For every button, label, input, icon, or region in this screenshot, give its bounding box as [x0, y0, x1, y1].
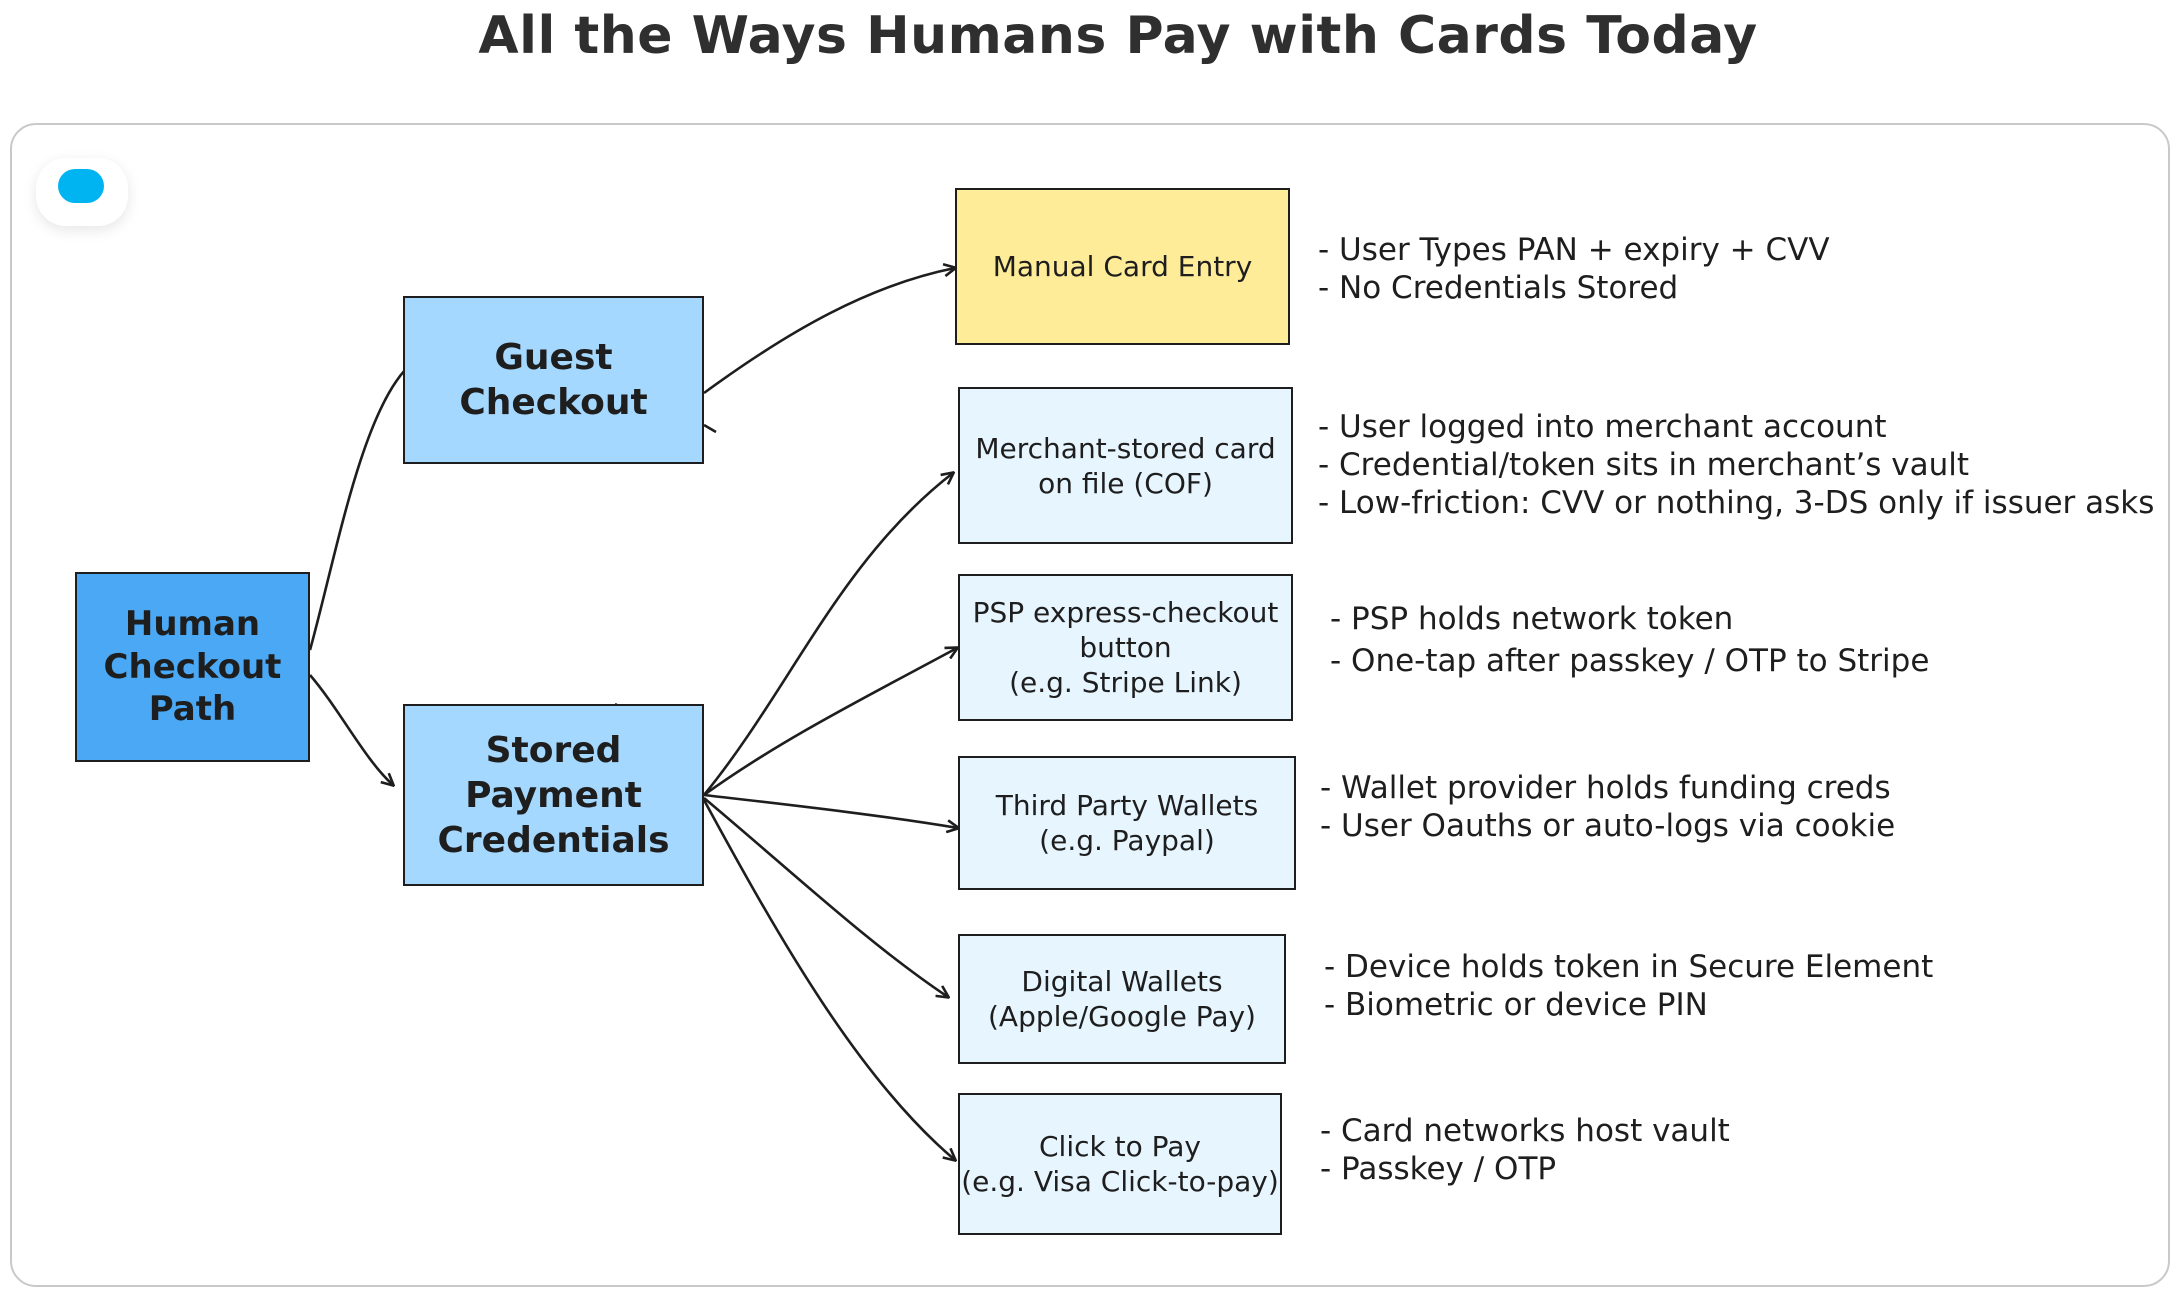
- edge-human-to-guest: [308, 369, 406, 651]
- node-click-to-pay[interactable]: Click to Pay (e.g. Visa Click-to-pay): [958, 1093, 1282, 1235]
- notes-merchant-stored-card: - User logged into merchant account - Cr…: [1318, 408, 2154, 522]
- node-merchant-stored-card[interactable]: Merchant-stored card on file (COF): [958, 387, 1293, 544]
- node-stored-payment-credentials[interactable]: Stored Payment Credentials: [403, 704, 704, 886]
- edge-human-to-stored: [309, 674, 393, 785]
- node-digital-wallets[interactable]: Digital Wallets (Apple/Google Pay): [958, 934, 1286, 1064]
- edge-stored-to-clicktopay: [702, 799, 955, 1160]
- note-line: - Biometric or device PIN: [1324, 987, 1708, 1023]
- note-line: - User logged into merchant account: [1318, 409, 1887, 445]
- notes-digital-wallets: - Device holds token in Secure Element -…: [1324, 948, 1933, 1024]
- node-third-party-wallets[interactable]: Third Party Wallets (e.g. Paypal): [958, 756, 1296, 890]
- note-line: - User Oauths or auto-logs via cookie: [1320, 808, 1896, 844]
- node-guest-checkout[interactable]: Guest Checkout: [403, 296, 704, 464]
- edge-stored-to-digital: [703, 797, 948, 997]
- edge-stored-to-thirdparty: [703, 793, 958, 828]
- note-line: - Credential/token sits in merchant’s va…: [1318, 447, 1970, 483]
- note-line: - Wallet provider holds funding creds: [1320, 770, 1891, 806]
- edge-stored-to-cof: [702, 473, 953, 796]
- notes-psp-express-checkout: - PSP holds network token - One-tap afte…: [1330, 600, 1929, 680]
- edge-stored-to-psp: [703, 648, 957, 797]
- note-line: - Low-friction: CVV or nothing, 3-DS onl…: [1318, 485, 2155, 521]
- edge-guest-to-manual: [703, 268, 955, 395]
- status-indicator[interactable]: [36, 158, 128, 226]
- blue-dot-icon: [58, 169, 104, 203]
- note-line: - Device holds token in Secure Element: [1324, 949, 1934, 985]
- note-line: - Card networks host vault: [1320, 1113, 1730, 1149]
- note-line: - One-tap after passkey / OTP to Stripe: [1330, 643, 1930, 679]
- note-line: - No Credentials Stored: [1318, 270, 1679, 306]
- node-human-checkout-path[interactable]: Human Checkout Path: [75, 572, 310, 762]
- notes-click-to-pay: - Card networks host vault - Passkey / O…: [1320, 1112, 1730, 1188]
- node-psp-express-checkout[interactable]: PSP express-checkout button (e.g. Stripe…: [958, 574, 1293, 721]
- notes-third-party-wallets: - Wallet provider holds funding creds - …: [1320, 769, 1895, 845]
- node-manual-card-entry[interactable]: Manual Card Entry: [955, 188, 1290, 345]
- diagram-title: All the Ways Humans Pay with Cards Today: [478, 6, 1758, 66]
- note-line: - User Types PAN + expiry + CVV: [1318, 232, 1830, 268]
- notes-manual-card-entry: - User Types PAN + expiry + CVV - No Cre…: [1318, 231, 1830, 307]
- edge-guest-tick: [703, 423, 717, 434]
- note-line: - Passkey / OTP: [1320, 1151, 1557, 1187]
- note-line: - PSP holds network token: [1330, 601, 1734, 637]
